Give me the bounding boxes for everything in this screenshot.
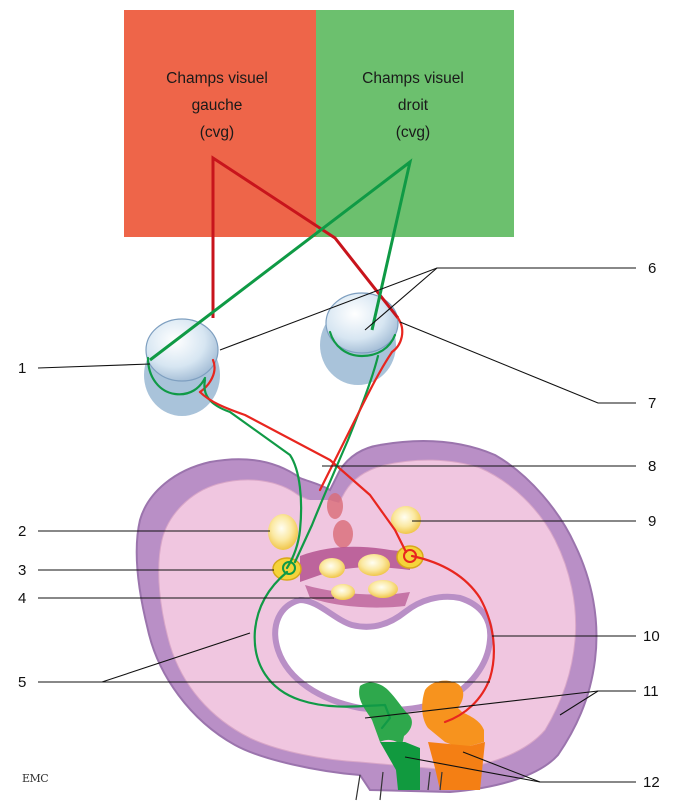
left-field-line2: gauche: [192, 97, 243, 114]
visual-field-right: Champs visuel droit (cvg): [316, 10, 514, 237]
nucleus-mid-4: [368, 580, 398, 598]
callout-10: 10: [643, 628, 660, 645]
left-field-line1: Champs visuel: [166, 70, 268, 87]
callout-8: 8: [648, 458, 656, 475]
callout-2: 2: [18, 523, 26, 540]
callout-6: 6: [648, 260, 656, 277]
callout-12: 12: [643, 774, 660, 791]
right-field-line1: Champs visuel: [362, 70, 464, 87]
emc-logo: EMC: [22, 772, 48, 785]
left-eye: [144, 319, 220, 416]
callout-1: 1: [18, 360, 26, 377]
right-field-line2: droit: [398, 97, 429, 114]
leader-6a: [220, 268, 636, 350]
nucleus-mid-1: [319, 558, 345, 578]
left-eye-top: [146, 319, 218, 381]
midline-red-spot-2: [333, 520, 353, 548]
leader-7: [400, 322, 636, 403]
right-field-line3: (cvg): [396, 124, 430, 141]
sulcus-1: [356, 775, 360, 800]
left-field-line3: (cvg): [200, 124, 234, 141]
nucleus-mid-3: [331, 584, 355, 600]
brain-section: [137, 441, 597, 800]
midline-red-spot-1: [327, 493, 343, 519]
callout-7: 7: [648, 395, 656, 412]
visual-field-left: Champs visuel gauche (cvg): [124, 10, 316, 237]
callout-3: 3: [18, 562, 26, 579]
callout-9: 9: [648, 513, 656, 530]
nucleus-pulvinar-left: [268, 514, 298, 550]
callout-5: 5: [18, 674, 26, 691]
callout-11: 11: [643, 683, 659, 700]
nucleus-mid-2: [358, 554, 390, 576]
leader-1: [38, 364, 150, 368]
callout-4: 4: [18, 590, 26, 607]
